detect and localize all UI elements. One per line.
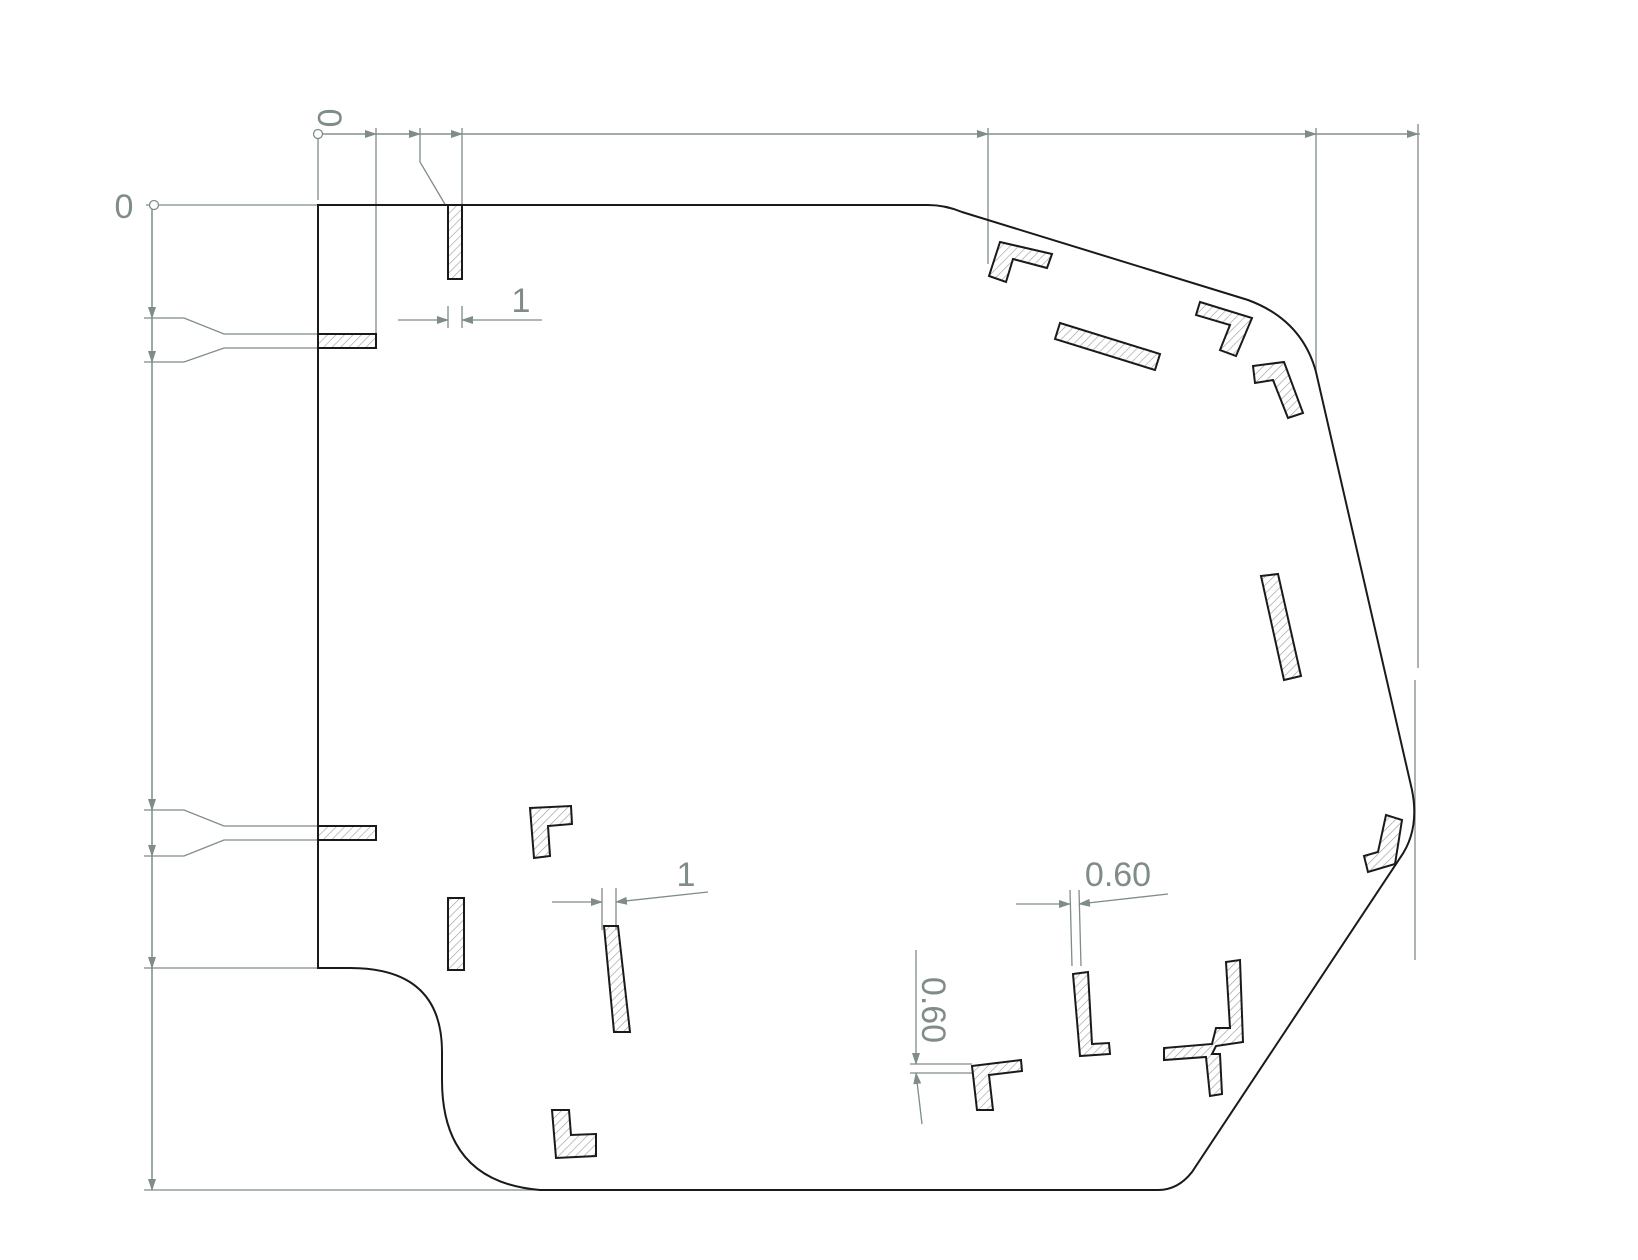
dimension-lines [144,124,1420,1191]
slot-left-lower [317,825,377,841]
corner-tab-bottom-right-1 [1071,970,1112,1058]
hatched-features [317,204,1404,1160]
slot-right [1259,572,1303,682]
part-outline [317,204,1416,1191]
corner-tab-right-2 [1362,813,1404,874]
corner-tab-top-right-1 [987,240,1054,284]
slot-width-bottom-label: 1 [677,856,696,894]
corner-tab-top-right-2 [1194,300,1254,358]
gap-vertical-label: 0.60 [914,977,952,1043]
origin-x-label: 0 [310,109,348,128]
slot-left-upper [317,333,377,349]
slot-width-top-label: 1 [512,282,531,320]
slot-lower-left [447,897,465,971]
corner-tab-right-1 [1251,360,1305,420]
corner-tab-bottom-mid [970,1058,1024,1111]
slot-lower-mid [602,925,632,1033]
corner-tab-cross [1163,958,1245,1098]
gap-horizontal-label: 0.60 [1085,856,1151,894]
corner-tab-bottom-left [550,1109,597,1160]
dimension-labels: 0 0 1 1 0.60 0.60 [115,109,1152,1044]
origin-y-label: 0 [115,188,134,226]
slot-top-diagonal [1053,321,1162,372]
slot-top [447,204,463,280]
corner-tab-lower-left [528,804,574,860]
